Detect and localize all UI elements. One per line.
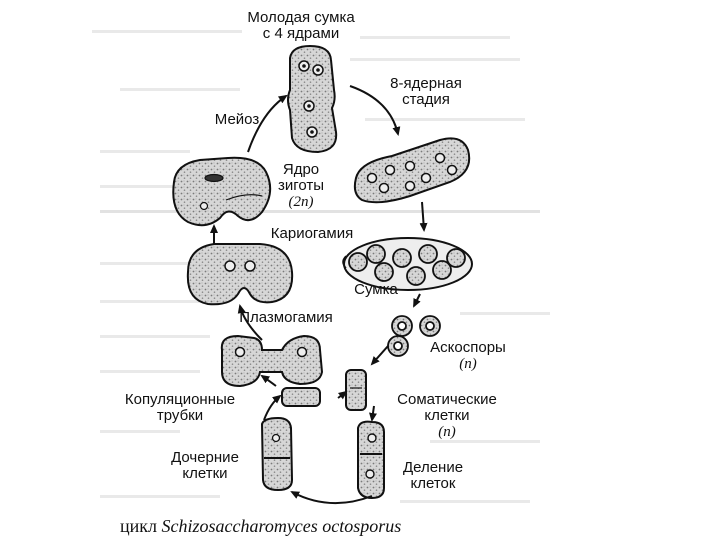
daughter-cells — [262, 418, 292, 490]
somatic-label-line3: (n) — [382, 424, 512, 440]
zygote-label-line1: Ядро — [266, 162, 336, 178]
eight-nuclei-label-line2: стадия — [376, 92, 476, 108]
conjugating-cells — [222, 336, 322, 386]
zygote-cell — [173, 158, 270, 225]
meiosis-label: Мейоз — [202, 112, 272, 128]
young-ascus-cell — [288, 46, 336, 152]
copulation-tubes-label: Копуляционные трубки — [110, 392, 250, 424]
daughter-cells-label: Дочерние клетки — [160, 450, 250, 482]
eight-nuclei-label-line1: 8-ядерная — [376, 76, 476, 92]
young-ascus-label-line1: Молодая сумка — [236, 10, 366, 26]
somatic-label-line2: клетки — [382, 408, 512, 424]
somatic-cell-horizontal — [282, 388, 320, 406]
plasmogamy-label: Плазмогамия — [226, 310, 346, 326]
plasmogamy-cell — [188, 244, 292, 304]
division-label-line2: клеток — [388, 476, 478, 492]
ascospores-label-line1: Аскоспоры — [418, 340, 518, 356]
cell-division-label: Деление клеток — [388, 460, 478, 492]
eight-nuclei-label: 8-ядерная стадия — [376, 76, 476, 108]
copulation-label-line1: Копуляционные — [110, 392, 250, 408]
dividing-cell — [358, 422, 384, 498]
somatic-cells-label: Соматические клетки (n) — [382, 392, 512, 440]
ascospores-label: Аскоспоры (n) — [418, 340, 518, 372]
somatic-label-line1: Соматические — [382, 392, 512, 408]
zygote-nucleus-label: Ядро зиготы (2n) — [266, 162, 336, 210]
zygote-label-line3: (2n) — [266, 194, 336, 210]
copulation-label-line2: трубки — [110, 408, 250, 424]
eight-nuclei-cell — [355, 138, 469, 202]
division-label-line1: Деление — [388, 460, 478, 476]
caption-prefix: цикл — [120, 516, 157, 536]
ascospores-label-line2: (n) — [418, 356, 518, 372]
somatic-cells — [346, 370, 366, 410]
daughter-label-line1: Дочерние — [160, 450, 250, 466]
karyogamy-label: Кариогамия — [262, 226, 362, 242]
young-ascus-label-line2: с 4 ядрами — [236, 26, 366, 42]
young-ascus-label: Молодая сумка с 4 ядрами — [236, 10, 366, 42]
zygote-label-line2: зиготы — [266, 178, 336, 194]
daughter-label-line2: клетки — [160, 466, 250, 482]
figure-caption: цикл Schizosaccharomyces octosporus — [120, 516, 580, 537]
caption-species: Schizosaccharomyces octosporus — [162, 516, 402, 536]
ascus-label: Сумка — [346, 282, 406, 298]
